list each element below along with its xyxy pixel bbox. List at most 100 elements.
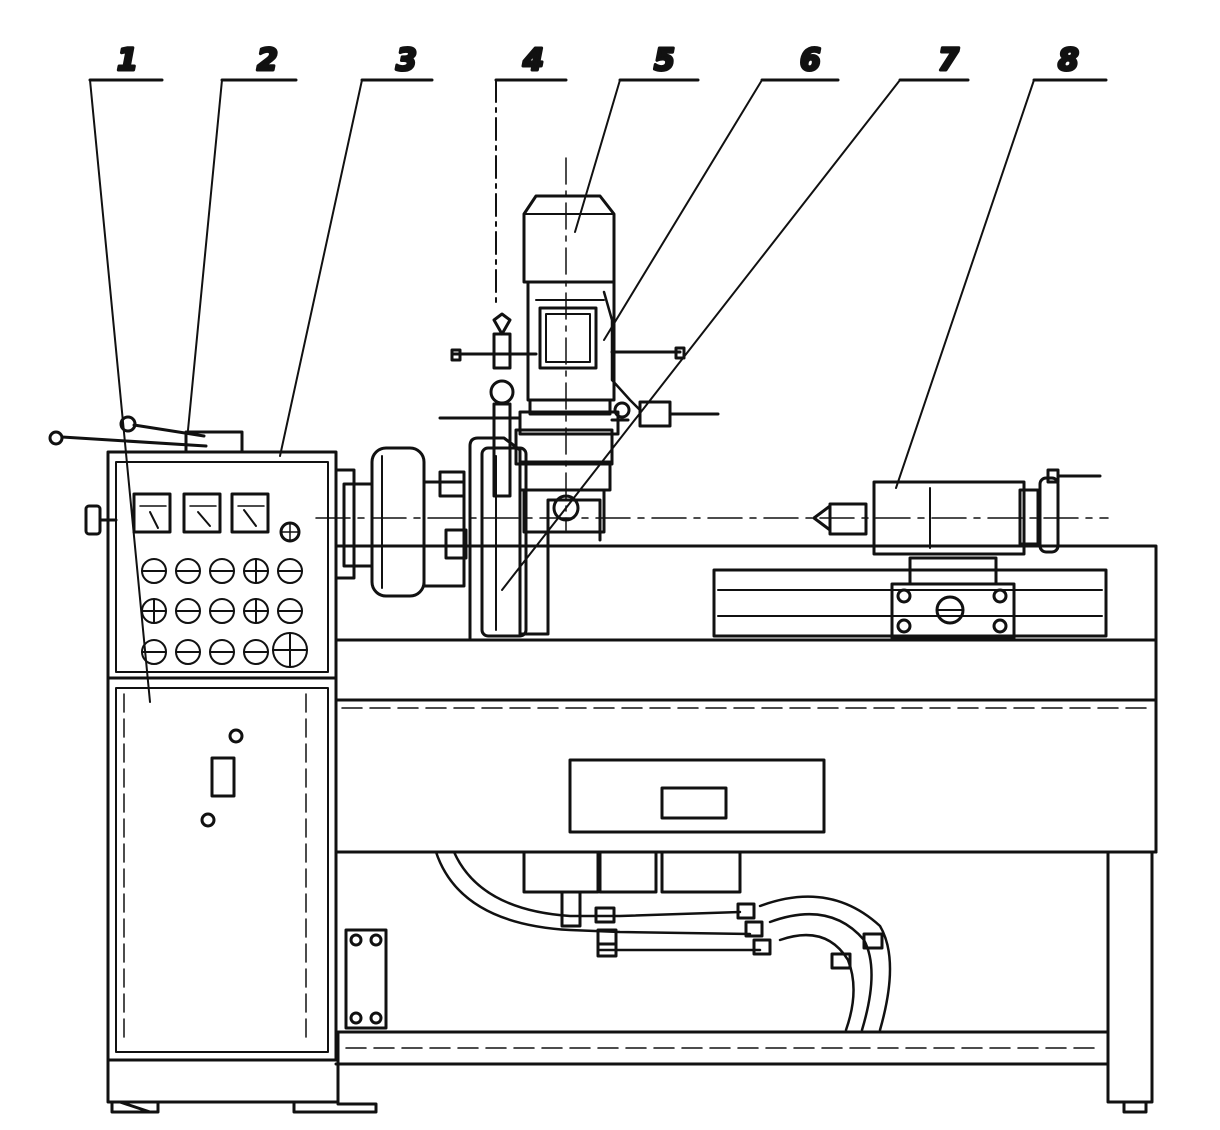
control-levers[interactable] [48, 415, 244, 454]
callout-label-8: 8 [1058, 43, 1079, 78]
bolt-icon [992, 588, 1008, 604]
switch-row-2 [141, 598, 303, 624]
callout-label-6: 6 [800, 43, 821, 78]
callout-label-5: 5 [654, 43, 675, 78]
bed-guideway [712, 568, 1108, 638]
leader-line-8 [895, 79, 1035, 489]
adjust-knob-icon[interactable] [492, 312, 512, 336]
door-lock-icon[interactable] [200, 812, 216, 828]
hose-fitting-icon [594, 906, 616, 924]
handwheel-rim[interactable] [1038, 476, 1060, 554]
meter-gauge-icon [132, 492, 172, 534]
wheel-slide-lower [518, 460, 612, 492]
coupling-nut [638, 400, 672, 428]
foot [118, 1100, 152, 1114]
hose-fitting-icon [752, 938, 772, 956]
wheel-spindle-housing [522, 488, 606, 534]
hydraulic-hose [758, 895, 892, 1032]
door-handle[interactable] [210, 756, 236, 798]
faceplate-chuck [370, 446, 426, 598]
callout-6: 6 [603, 42, 840, 341]
bolt-icon [369, 933, 383, 947]
adjust-column [492, 402, 512, 498]
lever-handle[interactable] [60, 435, 208, 448]
bolt-icon [349, 933, 363, 947]
leader-line-7 [501, 79, 901, 591]
feed-handles[interactable] [438, 312, 720, 498]
tailstock-handwheel[interactable] [1038, 468, 1102, 554]
hose-fitting-icon [736, 902, 756, 920]
bed-leg-right [1106, 850, 1154, 1104]
foot [110, 1100, 160, 1114]
knob-grip[interactable] [84, 504, 102, 536]
headstock-collar [342, 482, 374, 568]
motor-top-cap [522, 194, 616, 284]
meters [132, 492, 301, 543]
bolt-icon [992, 618, 1008, 634]
callout-label-7: 7 [938, 43, 959, 78]
front-panel [568, 758, 826, 834]
tailstock-end-cap [1018, 488, 1040, 546]
leader-line-2 [187, 79, 223, 431]
door-lock-icon[interactable] [228, 728, 244, 744]
hydraulic-hose [768, 912, 873, 1032]
hydraulic-hose [452, 850, 742, 918]
valve-block [660, 850, 742, 894]
meter-gauge-icon [230, 492, 270, 534]
switch-grid[interactable] [141, 558, 308, 668]
spindle-collet [444, 528, 468, 560]
callout-label-2: 2 [257, 43, 278, 78]
tailstock [812, 468, 1102, 640]
valve-block [522, 850, 600, 894]
crank-knob[interactable] [1046, 468, 1060, 484]
motor-window [538, 306, 598, 370]
adjust-knob-icon[interactable] [489, 379, 515, 405]
pilot-lamp-icon [279, 521, 301, 543]
leg-foot [1122, 1100, 1148, 1114]
tailstock-body [872, 480, 1026, 556]
bolt-icon [369, 1011, 383, 1025]
control-cabinet [48, 415, 378, 1114]
handwheel-end[interactable] [674, 346, 686, 360]
wheel-guard [468, 436, 602, 640]
callout-label-1: 1 [117, 43, 138, 78]
cross-slide [518, 410, 620, 436]
callout-5: 5 [574, 42, 700, 233]
cabinet-lower [106, 676, 338, 1062]
adjust-screw[interactable] [492, 332, 512, 370]
lever-knob-icon[interactable] [48, 430, 64, 446]
wheel-slide [514, 428, 614, 466]
lever-mount [184, 430, 244, 454]
name-plate [660, 786, 728, 820]
control-panel-face [115, 461, 329, 673]
bed-outline [334, 544, 1158, 854]
bolt-icon [613, 401, 631, 419]
callout-label-3: 3 [396, 43, 417, 78]
callout-8: 8 [895, 42, 1108, 489]
meter-gauge-icon [182, 492, 222, 534]
leader-line-5 [574, 79, 621, 233]
machine-bed [334, 544, 1158, 1114]
hydraulic-hose [778, 933, 855, 1032]
tailstock-quill [828, 502, 868, 536]
hydraulic-unit [434, 850, 892, 1032]
side-knob[interactable] [84, 504, 118, 536]
hose-fitting-icon [862, 932, 884, 950]
lever-handle[interactable] [132, 423, 206, 438]
callout-3: 3 [279, 42, 434, 457]
motor-window-inner [545, 313, 591, 363]
callout-2: 2 [187, 42, 298, 431]
control-panel-housing [106, 450, 338, 680]
hose-fitting-icon [830, 952, 852, 970]
hose-fitting-icon [596, 942, 618, 958]
handwheel-end[interactable] [450, 348, 462, 362]
bolt-icon [896, 618, 912, 634]
spindle-collet [438, 470, 466, 498]
mount-bracket [344, 928, 388, 1030]
grinding-unit [468, 157, 642, 640]
callout-7: 7 [501, 42, 970, 591]
leader-line-3 [279, 79, 363, 457]
bolt-icon [896, 588, 912, 604]
switch-row-1 [141, 558, 303, 584]
